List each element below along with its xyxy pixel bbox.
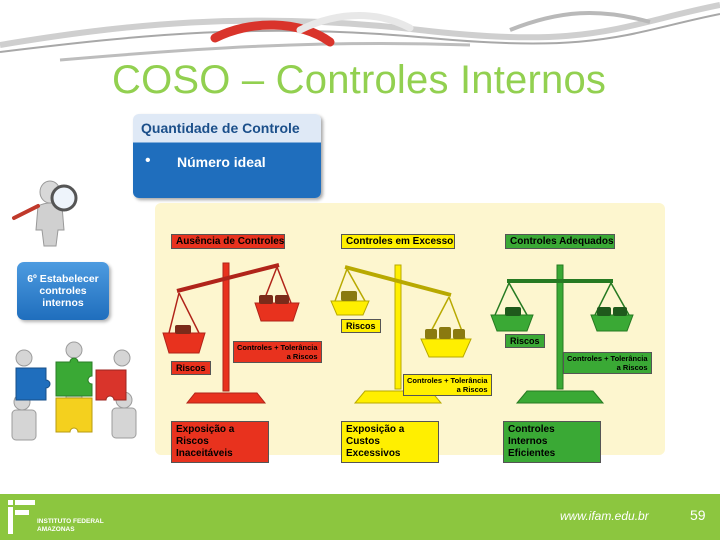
side-label-red: Controles + Tolerância a Riscos (233, 341, 322, 363)
puzzle-people-icon (4, 340, 144, 445)
header-label-red: Ausência de Controles (171, 234, 285, 249)
institute-logo: INSTITUTO FEDERAL AMAZONAS (6, 498, 110, 536)
side-label-yellow-line1: Controles + Tolerância (407, 376, 488, 385)
magnifier-person-icon (8, 170, 78, 248)
bottom-box-yellow-line1: Exposição a (346, 424, 434, 436)
bottom-box-yellow: Exposição a Custos Excessivos (341, 421, 439, 463)
quantity-box-bullet: Número ideal (177, 154, 266, 170)
side-label-red-line2: a Riscos (237, 352, 318, 361)
bottom-box-yellow-line2: Custos Excessivos (346, 436, 434, 460)
slide-title: COSO – Controles Internos (112, 58, 606, 103)
tray-label-red: Riscos (171, 361, 211, 375)
side-label-yellow: Controles + Tolerância a Riscos (403, 374, 492, 396)
header-label-green: Controles Adequados (505, 234, 615, 249)
bottom-box-red-line2: Riscos Inaceitáveis (176, 436, 264, 460)
quantity-control-box: Quantidade de Controle • Número ideal (133, 114, 321, 198)
page-number: 59 (690, 507, 706, 523)
bullet-icon: • (145, 152, 151, 170)
side-label-yellow-line2: a Riscos (407, 385, 488, 394)
side-label-red-line1: Controles + Tolerância (237, 343, 318, 352)
bottom-box-red-line1: Exposição a (176, 424, 264, 436)
logo-text-line1: INSTITUTO FEDERAL (37, 518, 104, 525)
bottom-box-green-line2: Eficientes (508, 448, 596, 460)
logo-text-line2: AMAZONAS (37, 526, 75, 533)
bottom-box-red: Exposição a Riscos Inaceitáveis (171, 421, 269, 463)
quantity-box-title: Quantidade de Controle (141, 120, 300, 136)
side-label-green-line1: Controles + Tolerância (567, 354, 648, 363)
bottom-box-green: Controles Internos Eficientes (503, 421, 601, 463)
tray-label-green: Riscos (505, 334, 545, 348)
bottom-box-green-line1: Controles Internos (508, 424, 596, 448)
balance-diagram: Ausência de Controles Controles em Exces… (155, 203, 665, 455)
footer-url[interactable]: www.ifam.edu.br (560, 509, 649, 523)
side-label-green-line2: a Riscos (567, 363, 648, 372)
tray-label-yellow: Riscos (341, 319, 381, 333)
step-box: 6º Estabelecer controles internos (17, 262, 109, 320)
header-label-yellow: Controles em Excesso (341, 234, 455, 249)
side-label-green: Controles + Tolerância a Riscos (563, 352, 652, 374)
